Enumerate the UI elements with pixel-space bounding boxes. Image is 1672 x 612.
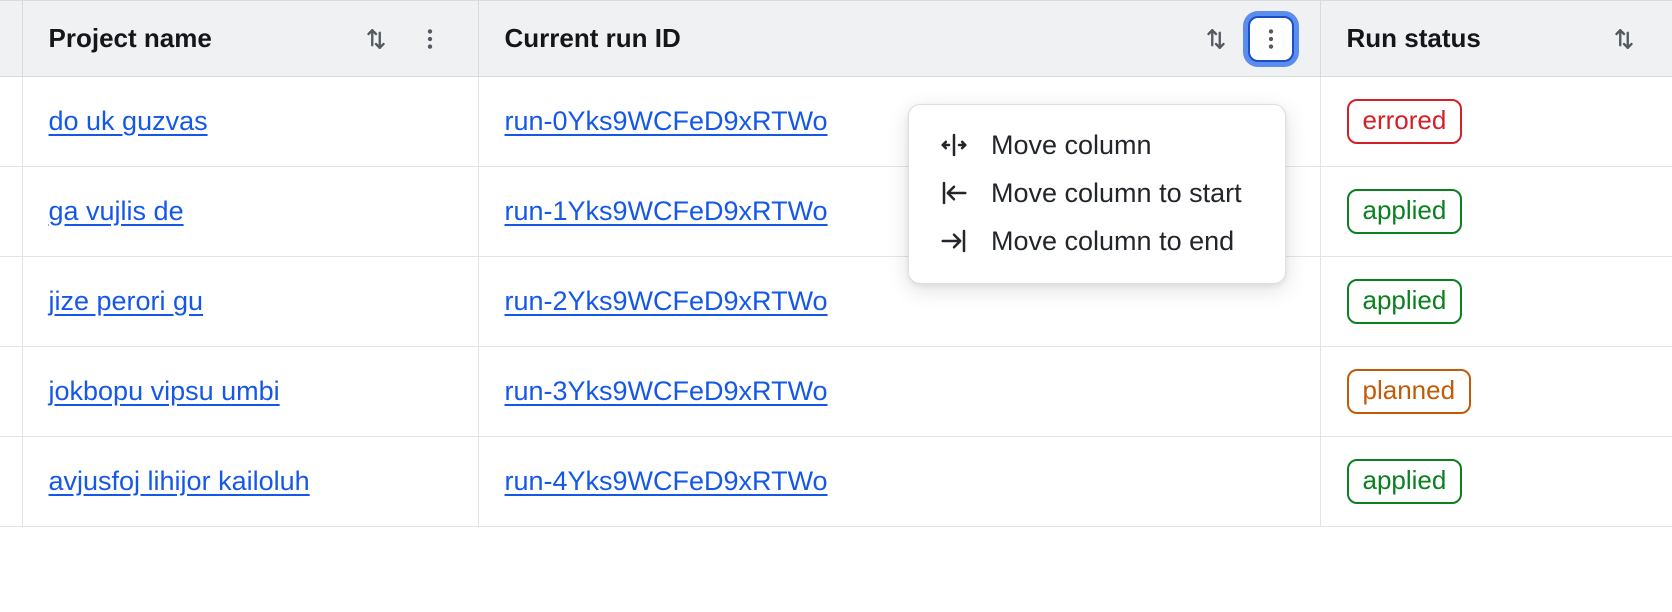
menu-item-label: Move column to start — [991, 177, 1242, 208]
status-badge: applied — [1346, 279, 1463, 324]
table-body: do uk guzvas run-0Yks9WCFeD9xRTWo errore… — [0, 76, 1672, 527]
menu-item-move-column-to-start[interactable]: Move column to start — [909, 169, 1285, 217]
status-badge: applied — [1346, 189, 1463, 234]
table-header-row: Project name — [0, 0, 1672, 77]
status-badge: errored — [1346, 99, 1463, 144]
run-id-link[interactable]: run-0Yks9WCFeD9xRTWo — [504, 106, 828, 136]
table-row: avjusfoj lihijor kailoluh run-4Yks9WCFeD… — [0, 436, 1672, 527]
row-gutter — [0, 436, 23, 527]
projects-table: Project name — [0, 0, 1672, 527]
move-column-icon — [939, 130, 969, 160]
row-gutter — [0, 256, 23, 347]
table-header: Project name — [0, 0, 1672, 77]
cell-run-status: applied — [1320, 436, 1672, 527]
column-header-run-status: Run status — [1320, 0, 1672, 77]
sort-button-project-name[interactable] — [354, 17, 398, 61]
run-id-link[interactable]: run-1Yks9WCFeD9xRTWo — [504, 196, 828, 226]
project-name-link[interactable]: jokbopu vipsu umbi — [48, 376, 280, 406]
sort-arrows-icon — [1201, 24, 1231, 54]
move-to-start-icon — [939, 178, 969, 208]
column-header-label-project-name: Project name — [48, 23, 212, 53]
column-header-current-run-id: Current run ID — [478, 0, 1321, 77]
project-name-link[interactable]: avjusfoj lihijor kailoluh — [48, 466, 310, 496]
sort-arrows-icon — [1609, 24, 1639, 54]
run-id-link[interactable]: run-4Yks9WCFeD9xRTWo — [504, 466, 828, 496]
cell-run-status: planned — [1320, 346, 1672, 437]
cell-project-name: do uk guzvas — [22, 76, 479, 167]
cell-run-status: errored — [1320, 76, 1672, 167]
menu-item-label: Move column to end — [991, 225, 1235, 256]
cell-project-name: jokbopu vipsu umbi — [22, 346, 479, 437]
cell-current-run-id: run-3Yks9WCFeD9xRTWo — [478, 346, 1321, 437]
sort-button-current-run-id[interactable] — [1194, 17, 1238, 61]
status-badge: applied — [1346, 459, 1463, 504]
status-badge: planned — [1346, 369, 1472, 414]
table-row: jokbopu vipsu umbi run-3Yks9WCFeD9xRTWo … — [0, 346, 1672, 437]
menu-item-move-column[interactable]: Move column — [909, 121, 1285, 169]
cell-project-name: jize perori gu — [22, 256, 479, 347]
cell-current-run-id: run-4Yks9WCFeD9xRTWo — [478, 436, 1321, 527]
sort-button-run-status[interactable] — [1602, 17, 1646, 61]
row-gutter — [0, 346, 23, 437]
column-menu-button-current-run-id[interactable] — [1247, 15, 1294, 62]
column-header-label-run-status: Run status — [1346, 23, 1481, 53]
column-context-menu: Move column Move column to start Move co… — [908, 104, 1286, 284]
menu-item-label: Move column — [991, 129, 1152, 160]
project-name-link[interactable]: do uk guzvas — [48, 106, 208, 136]
column-header-label-current-run-id: Current run ID — [504, 23, 681, 53]
cell-run-status: applied — [1320, 166, 1672, 257]
project-name-link[interactable]: jize perori gu — [48, 286, 204, 316]
header-gutter — [0, 0, 23, 77]
move-to-end-icon — [939, 226, 969, 256]
run-id-link[interactable]: run-2Yks9WCFeD9xRTWo — [504, 286, 828, 316]
project-name-link[interactable]: ga vujlis de — [48, 196, 184, 226]
column-menu-button-project-name[interactable] — [408, 17, 452, 61]
cell-run-status: applied — [1320, 256, 1672, 347]
column-header-project-name: Project name — [22, 0, 479, 77]
table-row: jize perori gu run-2Yks9WCFeD9xRTWo appl… — [0, 256, 1672, 347]
kebab-menu-icon — [1258, 26, 1284, 52]
sort-arrows-icon — [361, 24, 391, 54]
cell-project-name: ga vujlis de — [22, 166, 479, 257]
cell-project-name: avjusfoj lihijor kailoluh — [22, 436, 479, 527]
menu-item-move-column-to-end[interactable]: Move column to end — [909, 217, 1285, 265]
table-row: ga vujlis de run-1Yks9WCFeD9xRTWo applie… — [0, 166, 1672, 257]
row-gutter — [0, 166, 23, 257]
table-row: do uk guzvas run-0Yks9WCFeD9xRTWo errore… — [0, 76, 1672, 167]
kebab-menu-icon — [417, 26, 443, 52]
run-id-link[interactable]: run-3Yks9WCFeD9xRTWo — [504, 376, 828, 406]
row-gutter — [0, 76, 23, 167]
